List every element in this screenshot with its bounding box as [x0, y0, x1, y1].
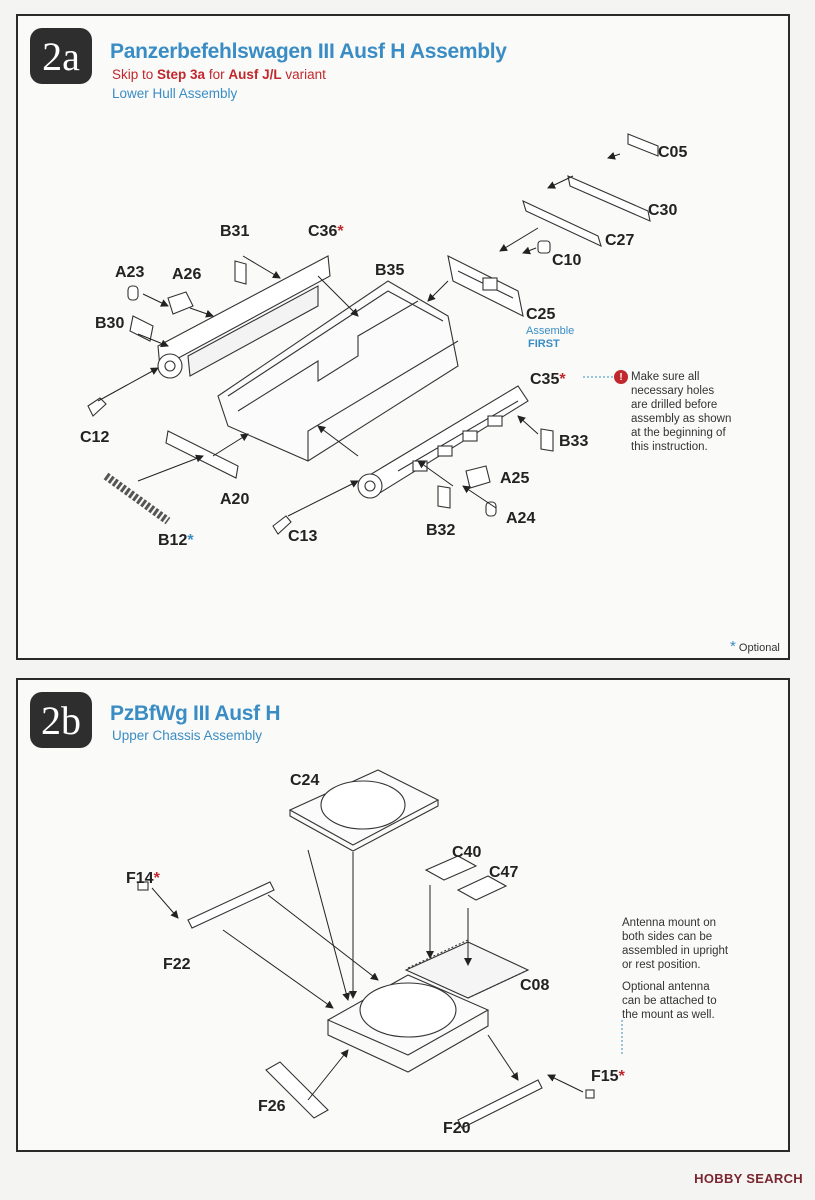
label-C35: C35*	[530, 371, 566, 388]
label-C08: C08	[520, 977, 550, 994]
label-C36: C36*	[308, 223, 344, 240]
step-2a-panel: 2a Panzerbefehlswagen III Ausf H Assembl…	[16, 14, 790, 660]
step-2b-title: PzBfWg III Ausf H	[110, 702, 281, 725]
label-B32: B32	[426, 522, 456, 539]
label-F26: F26	[258, 1098, 286, 1115]
label-C10: C10	[552, 252, 582, 269]
lower-hull-diagram	[87, 133, 659, 535]
label-A26: A26	[172, 266, 202, 283]
step-2a-title: Panzerbefehlswagen III Ausf H Assembly	[110, 40, 507, 63]
label-C40: C40	[452, 844, 482, 861]
optional-legend: * Optional	[730, 638, 780, 655]
label-B35: B35	[375, 262, 405, 279]
upper-chassis-diagram	[137, 769, 623, 1129]
label-F15: F15*	[591, 1068, 625, 1085]
label-C47: C47	[489, 864, 519, 881]
label-B30: B30	[95, 315, 125, 332]
step-badge-2a: 2a	[30, 28, 92, 84]
label-A23: A23	[115, 264, 145, 281]
label-C30: C30	[648, 202, 678, 219]
label-C12: C12	[80, 429, 110, 446]
label-C25-first: FIRST	[528, 338, 560, 350]
label-C13: C13	[288, 528, 318, 545]
skip-instruction: Skip to Step 3a for Ausf J/L variant	[112, 67, 326, 82]
label-C25: C25	[526, 306, 556, 323]
step-2a-subtitle: Lower Hull Assembly	[112, 86, 238, 101]
hobby-search-watermark: HOBBY SEARCH	[694, 1171, 803, 1186]
label-B31: B31	[220, 223, 250, 240]
label-F22: F22	[163, 956, 191, 973]
label-C25-assemble: Assemble	[526, 325, 575, 337]
drill-holes-note: Make sure all necessary holes are drille…	[631, 371, 732, 453]
label-C24: C24	[290, 772, 320, 789]
label-A25: A25	[500, 470, 530, 487]
step-2b-panel: 2b PzBfWg III Ausf H Upper Chassis Assem…	[16, 678, 790, 1152]
antenna-mount-note: Antenna mount on both sides can be assem…	[622, 917, 729, 971]
label-C27: C27	[605, 232, 635, 249]
optional-antenna-note: Optional antenna can be attached to the …	[622, 981, 717, 1021]
label-B33: B33	[559, 433, 589, 450]
step-2b-subtitle: Upper Chassis Assembly	[112, 728, 263, 743]
label-C05: C05	[658, 144, 688, 161]
label-A20: A20	[220, 491, 250, 508]
label-F14: F14*	[126, 870, 160, 887]
step-badge-2b: 2b	[30, 692, 92, 748]
label-A24: A24	[506, 510, 536, 527]
warning-icon: !	[614, 370, 628, 384]
label-B12: B12*	[158, 532, 194, 549]
label-F20: F20	[443, 1120, 471, 1137]
